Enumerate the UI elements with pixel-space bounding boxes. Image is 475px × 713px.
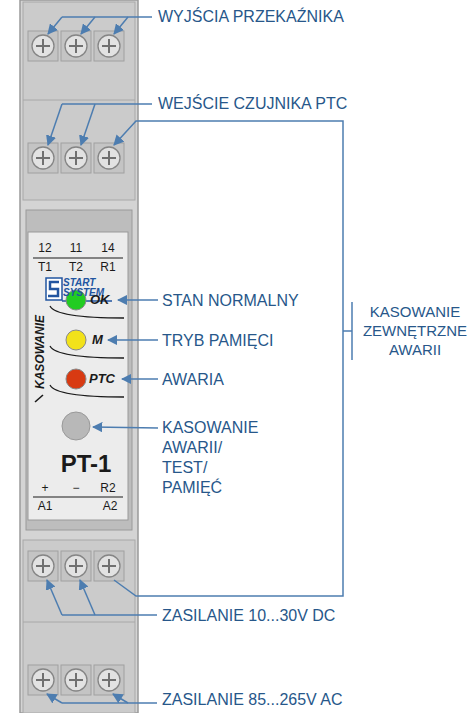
callout-text: WEJŚCIE CZUJNIKA PTC — [158, 94, 347, 113]
front-frame — [26, 210, 132, 530]
screw — [61, 143, 91, 173]
led-label: PTC — [89, 371, 115, 387]
terminal-number: 12 — [38, 241, 51, 255]
terminal-number: 14 — [101, 241, 114, 255]
callout-text: ZASILANIE 85...265V AC — [162, 690, 343, 709]
screw — [94, 31, 124, 61]
screw — [28, 665, 58, 695]
screw — [28, 551, 58, 581]
block-divider — [23, 100, 135, 101]
led-label: M — [92, 332, 103, 348]
led-red — [66, 369, 86, 389]
button-label: KASOWANIE — [33, 315, 47, 389]
terminal-name: A1 — [38, 499, 53, 513]
terminal-screws — [28, 31, 124, 695]
terminal-sign: + — [41, 481, 48, 495]
callout-text: KASOWANIE ZEWNĘTRZNE AWARII — [360, 302, 470, 359]
terminal-sign: − — [72, 481, 79, 495]
screw — [28, 31, 58, 61]
front-panel — [28, 232, 128, 520]
screw — [28, 143, 58, 173]
led-arc — [50, 306, 124, 318]
terminal-name: R1 — [100, 260, 115, 274]
led-label: OK — [90, 292, 110, 308]
screw — [94, 143, 124, 173]
terminal-name: R2 — [100, 481, 115, 495]
led-yellow — [66, 330, 86, 350]
terminal-number: 11 — [70, 241, 82, 255]
terminal-name: T1 — [38, 260, 52, 274]
bottom-terminal-block — [23, 540, 135, 713]
print-line — [33, 258, 123, 259]
callout-text: TRYB PAMIĘCI — [162, 331, 273, 350]
terminal-name: T2 — [69, 260, 83, 274]
callout-text: ZASILANIE 10...30V DC — [162, 606, 335, 625]
screw — [61, 551, 91, 581]
screw — [94, 665, 124, 695]
screw — [61, 665, 91, 695]
reset-button — [62, 412, 90, 440]
led-arc — [50, 346, 124, 358]
screw — [94, 551, 124, 581]
callout-text: KASOWANIE AWARII/ TEST/ PAMIĘĆ — [162, 418, 262, 498]
slash-mark — [35, 395, 43, 402]
device-name: PT-1 — [28, 452, 144, 476]
housing — [20, 0, 138, 713]
print-line — [33, 497, 123, 498]
top-terminal-block — [23, 2, 135, 200]
callout-text: AWARIA — [162, 370, 224, 389]
callout-text: WYJŚCIA PRZEKAŹNIKA — [158, 7, 344, 26]
callout-text: STAN NORMALNY — [162, 291, 299, 310]
led-arc — [50, 385, 124, 397]
screw — [61, 31, 91, 61]
leader-lines — [47, 17, 352, 703]
terminal-name: A2 — [103, 499, 118, 513]
block-divider — [23, 622, 135, 623]
